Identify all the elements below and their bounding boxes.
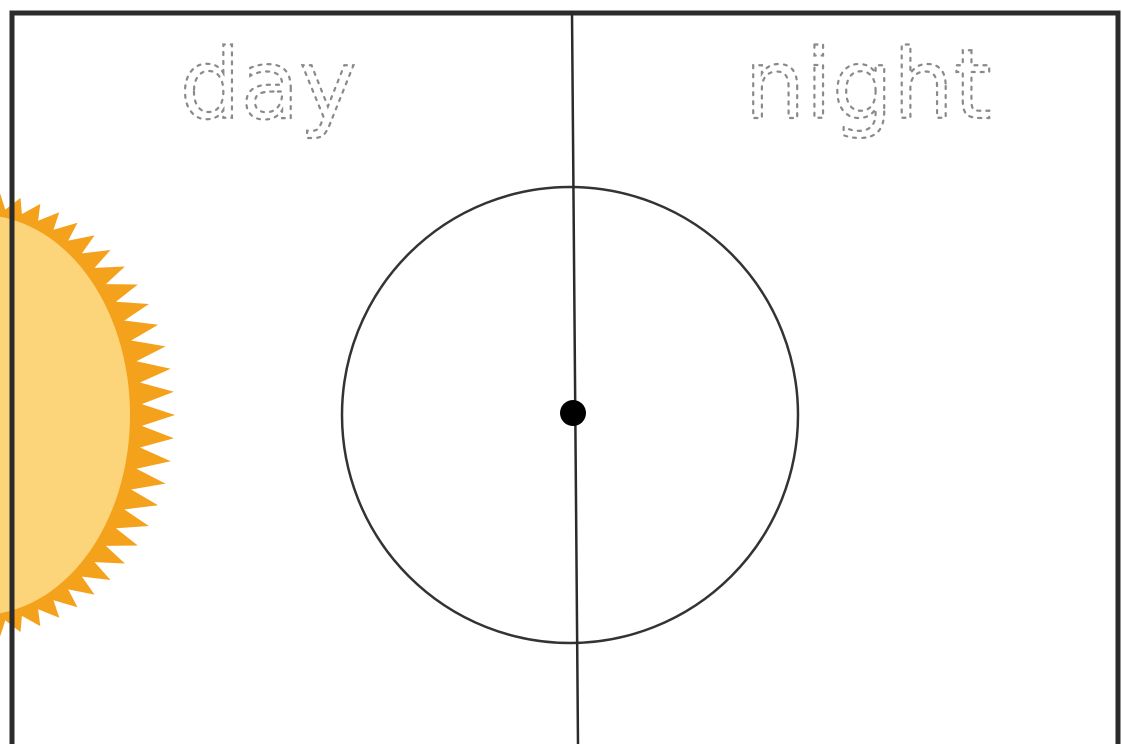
day-label: day [180, 29, 357, 141]
night-label: night [745, 29, 992, 141]
center-dot [560, 400, 586, 426]
day-night-divider [572, 13, 578, 744]
sun-icon [0, 193, 175, 637]
